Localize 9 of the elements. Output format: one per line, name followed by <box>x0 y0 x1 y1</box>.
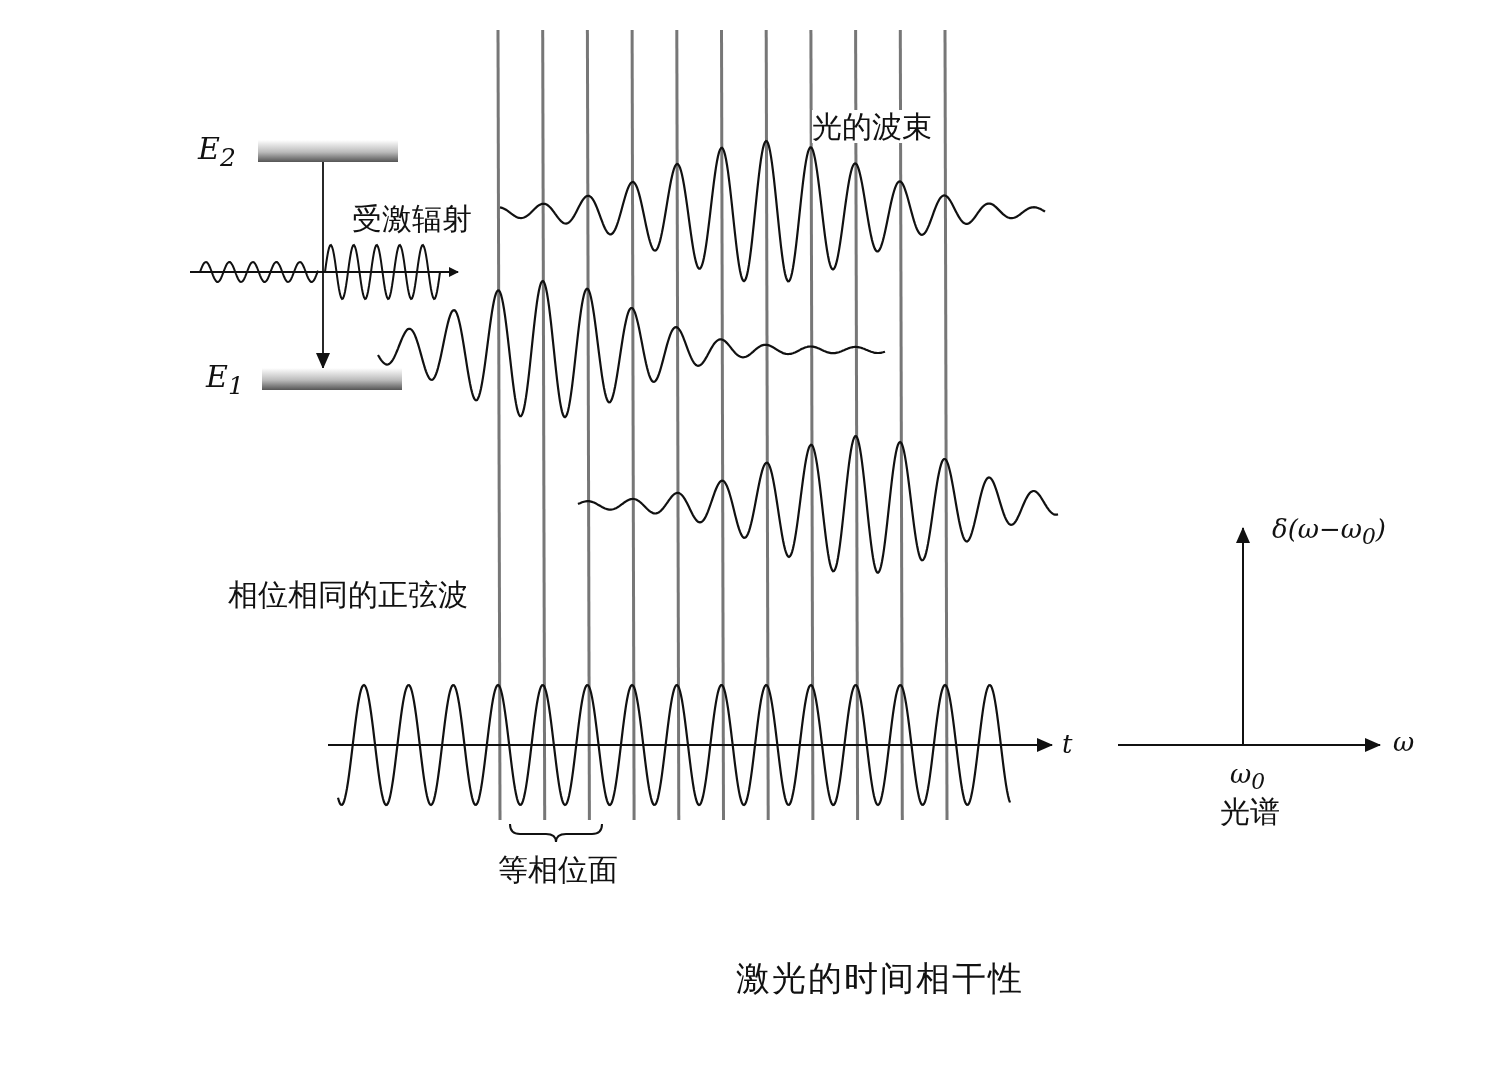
level-label: E$_{2}$ <box>198 132 236 172</box>
sine-wave-label: 相位相同的正弦波 <box>228 578 468 611</box>
caption: 激光的时间相干性 <box>736 960 1024 998</box>
wave-packet-label: 光的波束 <box>812 110 932 143</box>
transition-arrow <box>316 161 330 369</box>
phase-plane-label: 等相位面 <box>498 853 618 886</box>
spectrum-label: 光谱 <box>1220 795 1280 828</box>
level-label: E$_{1}$ <box>206 360 244 400</box>
emission-label: 受激辐射 <box>352 202 472 235</box>
